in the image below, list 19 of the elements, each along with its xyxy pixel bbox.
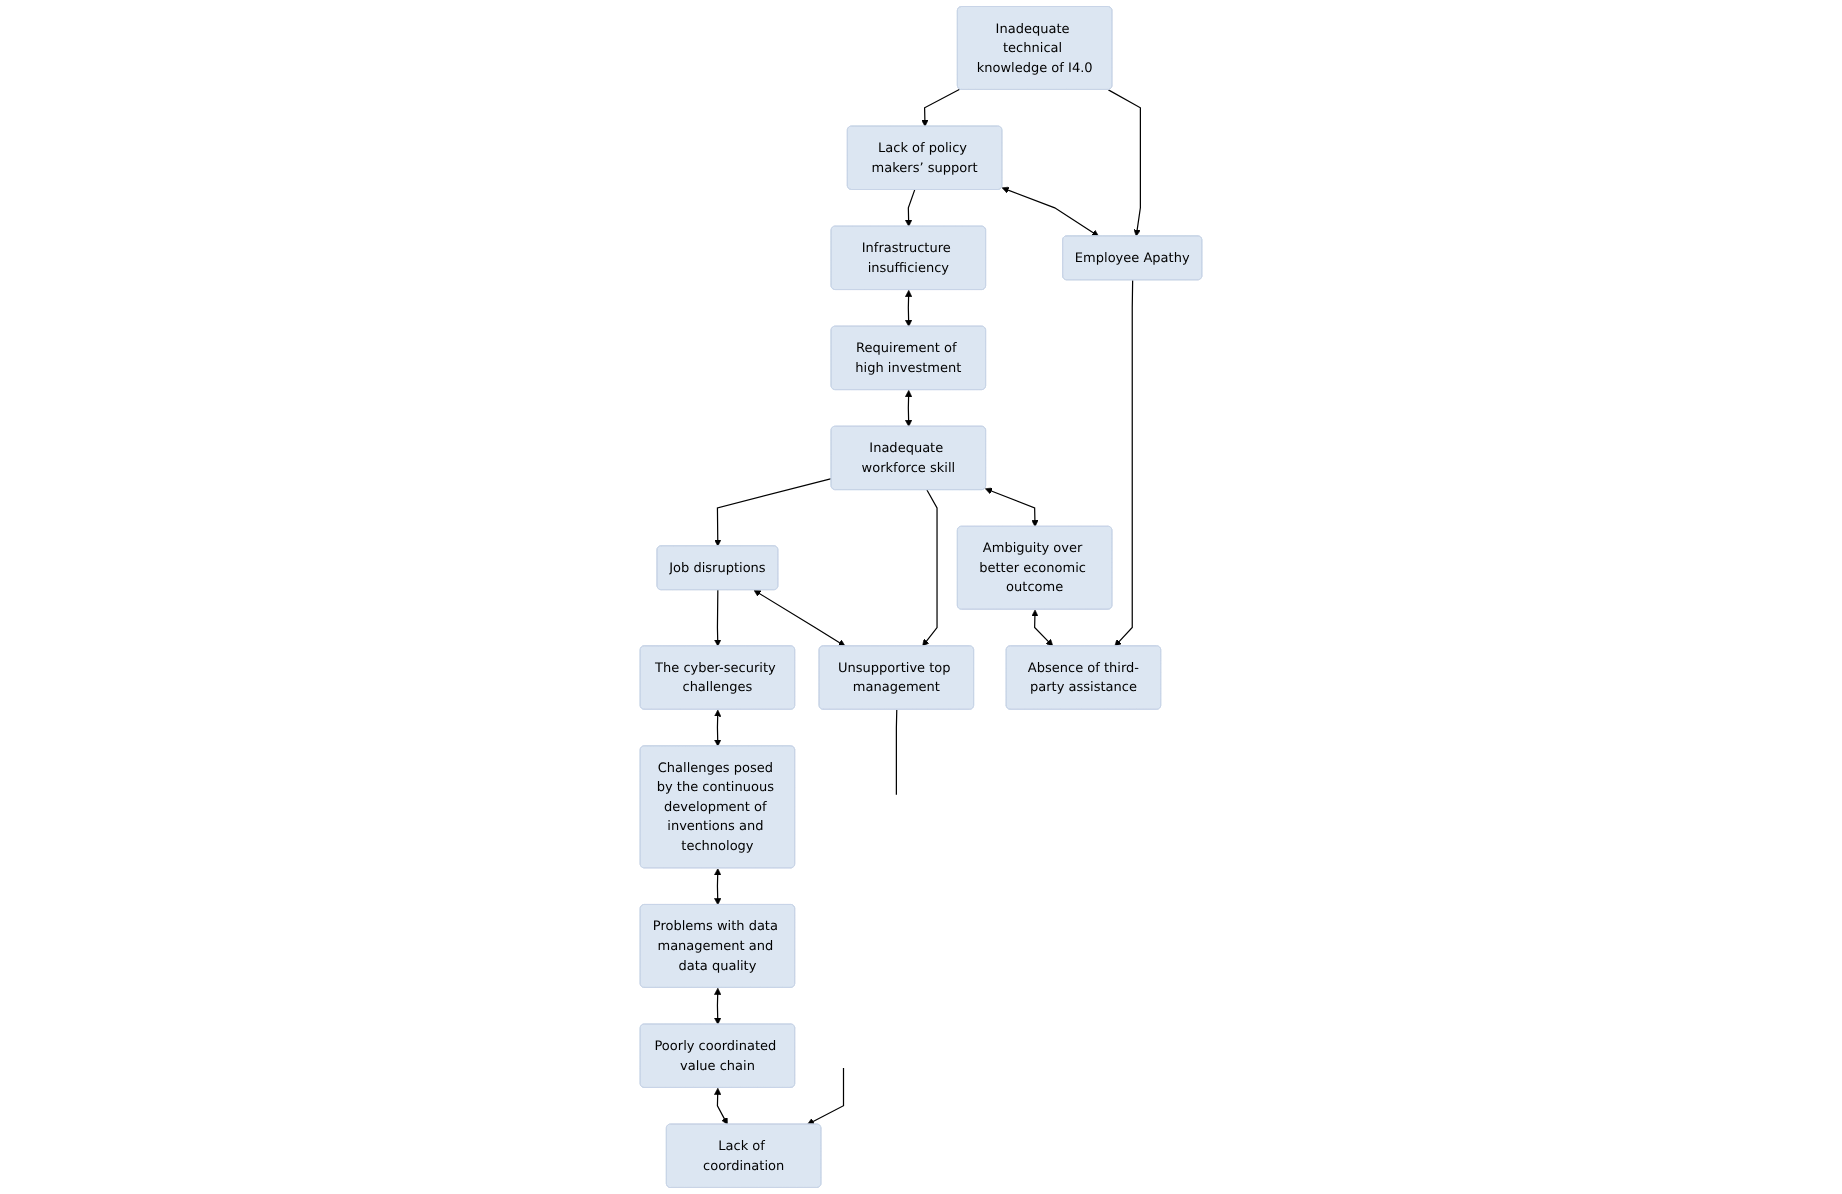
arrow [1031,609,1054,647]
arrow [714,868,722,906]
arrow [714,987,722,1025]
arrow [714,589,722,647]
arrow [753,589,846,647]
connector [895,709,898,796]
arrow [714,1087,728,1125]
arrow [905,189,916,227]
arrow [1114,279,1134,647]
arrow [807,1067,845,1125]
arrow [922,489,938,647]
arrow [921,88,961,127]
arrow [905,390,913,427]
arrow [1107,89,1141,237]
arrow [714,709,722,747]
arrow [1001,186,1099,237]
arrow [985,487,1039,527]
arrow [714,477,833,547]
arrow [905,289,913,327]
